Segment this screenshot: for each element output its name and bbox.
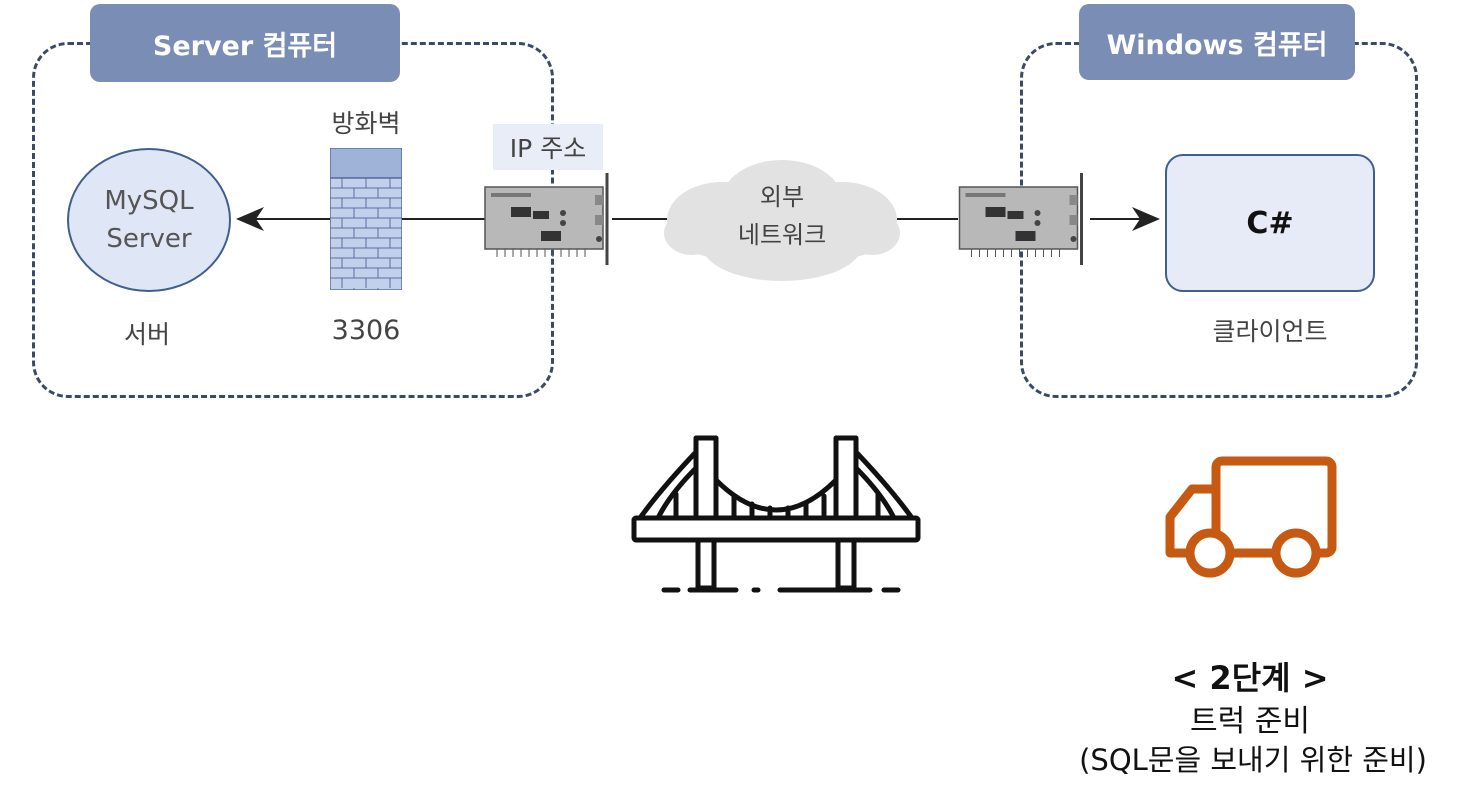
cloud-icon xyxy=(664,160,900,281)
ip-address-tag: IP 주소 xyxy=(493,124,603,170)
windows-computer-tag: Windows 컴퓨터 xyxy=(1079,4,1355,80)
network-line2: 네트워크 xyxy=(737,221,827,249)
step-line2: (SQL문을 보내기 위한 준비) xyxy=(1079,743,1427,777)
mysql-line1: MySQL xyxy=(104,186,194,216)
firewall-icon xyxy=(330,148,402,290)
network-card-icon xyxy=(484,173,609,265)
mysql-line2: Server xyxy=(106,224,192,254)
firewall-title: 방화벽 xyxy=(331,109,401,138)
server-computer-tag: Server 컴퓨터 xyxy=(90,4,400,82)
server-caption: 서버 xyxy=(123,320,170,349)
network-card-icon-right xyxy=(958,173,1083,265)
truck-icon xyxy=(1165,456,1337,578)
step-title: < 2단계 > xyxy=(1171,659,1329,697)
csharp-client-box: C# xyxy=(1165,154,1375,292)
external-network-label: 외부 네트워크 xyxy=(712,178,852,254)
step-line1: 트럭 준비 xyxy=(1190,704,1310,739)
firewall-port: 3306 xyxy=(331,315,401,346)
bridge-icon xyxy=(631,435,921,593)
mysql-server-node: MySQL Server xyxy=(67,148,231,292)
network-line1: 외부 xyxy=(759,183,805,211)
client-caption: 클라이언트 xyxy=(1212,317,1328,346)
